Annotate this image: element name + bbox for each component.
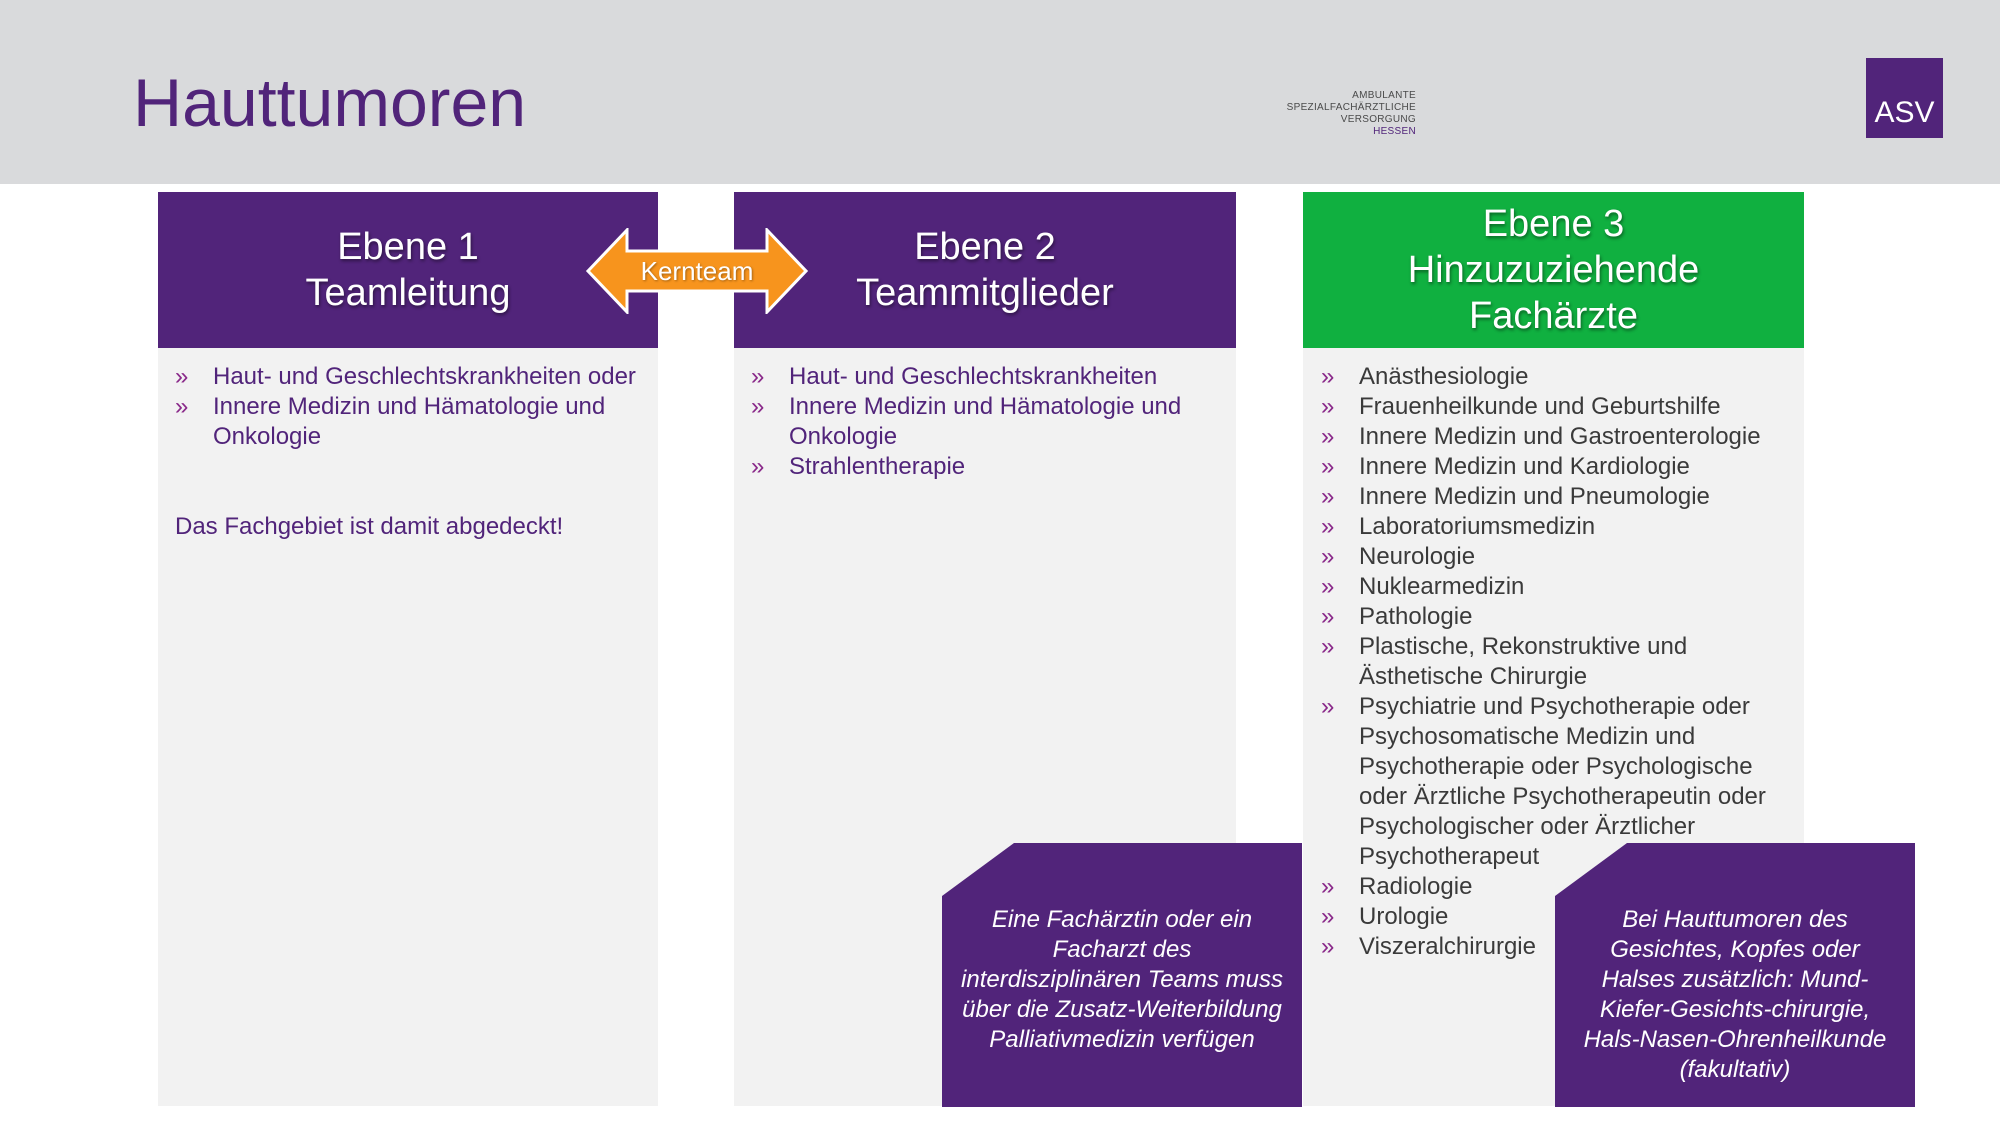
page-title: Hauttumoren (133, 65, 527, 141)
specialty-list: » Haut- und Geschlechtskrankheiten » Inner… (751, 362, 1221, 482)
column-header: Ebene 1 Teamleitung (158, 192, 658, 348)
column-title-line: Ebene 1 (337, 226, 479, 268)
head-neck-callout: Bei Hauttumoren des Gesichtes, Kopfes od… (1555, 843, 1915, 1107)
list-item-label: Neurologie (1359, 543, 1476, 570)
list-item-label: Innere Medizin und Pneumologie (1359, 483, 1710, 510)
list-item-label: Innere Medizin und Hämatologie und Onkol… (789, 393, 1182, 450)
list-item: » Frauenheilkunde und Geburtshilfe (1321, 392, 1791, 422)
logo-line: HESSEN (1373, 126, 1416, 137)
list-item-label: Urologie (1359, 903, 1449, 930)
callout-text: Eine Fachärztin oder ein Facharzt des in… (961, 906, 1283, 1053)
list-item: » Haut- und Geschlechtskrankheiten oder (175, 362, 645, 392)
bullet-chevron-icon: » (1321, 393, 1335, 420)
bullet-chevron-icon: » (751, 393, 765, 420)
list-item: » Innere Medizin und Pneumologie (1321, 482, 1791, 512)
column-title-line: Teamleitung (305, 272, 511, 314)
list-item-label: Plastische, Rekonstruktive und Ästhetisc… (1359, 633, 1688, 690)
column-title-line: Ebene 3 (1482, 203, 1625, 245)
bullet-chevron-icon: » (1321, 453, 1335, 480)
specialty-list: » Haut- und Geschlechtskrankheiten oder »… (175, 362, 645, 452)
column-title-line: Ebene 2 (914, 226, 1056, 268)
column-header: Ebene 3 Hinzuzuziehende Fachärzte (1303, 192, 1804, 348)
list-item: » Strahlentherapie (751, 452, 1221, 482)
coverage-note: Das Fachgebiet ist damit abgedeckt! (175, 513, 564, 540)
list-item-label: Strahlentherapie (789, 453, 966, 480)
list-item: » Laboratoriumsmedizin (1321, 512, 1791, 542)
bullet-chevron-icon: » (1321, 933, 1335, 960)
list-item-label: Laboratoriumsmedizin (1359, 513, 1596, 540)
callout-text: Bei Hauttumoren des Gesichtes, Kopfes od… (1583, 906, 1887, 1083)
list-item-label: Psychiatrie und Psychotherapie oder Psyc… (1359, 693, 1766, 870)
logo-wordmark: AMBULANTE SPEZIALFACHÄRZTLICHE VERSORGUN… (1116, 90, 1416, 138)
logo-line: SPEZIALFACHÄRZTLICHE (1286, 102, 1416, 113)
specialty-list: » Anästhesiologie » Frauenheilkunde und Ge… (1321, 362, 1791, 962)
list-item: » Innere Medizin und Kardiologie (1321, 452, 1791, 482)
list-item-label: Haut- und Geschlechtskrankheiten oder (213, 363, 636, 390)
palliative-callout: Eine Fachärztin oder ein Facharzt des in… (942, 843, 1302, 1107)
bullet-chevron-icon: » (1321, 423, 1335, 450)
list-item-label: Viszeralchirurgie (1359, 933, 1536, 960)
list-item-label: Innere Medizin und Hämatologie und Onkol… (213, 393, 606, 450)
bullet-chevron-icon: » (1321, 603, 1335, 630)
bullet-chevron-icon: » (1321, 513, 1335, 540)
bullet-chevron-icon: » (1321, 363, 1335, 390)
bullet-chevron-icon: » (1321, 693, 1335, 720)
bullet-chevron-icon: » (1321, 873, 1335, 900)
list-item: » Neurologie (1321, 542, 1791, 572)
list-item: » Anästhesiologie (1321, 362, 1791, 392)
column-body (158, 346, 658, 1106)
list-item-label: Anästhesiologie (1359, 363, 1529, 390)
bullet-chevron-icon: » (1321, 543, 1335, 570)
list-item: » Innere Medizin und Hämatologie und Onko… (175, 392, 645, 452)
column-title-line: Teammitglieder (856, 272, 1114, 314)
column-title-line: Hinzuzuziehende (1407, 249, 1700, 291)
bullet-chevron-icon: » (1321, 483, 1335, 510)
bullet-chevron-icon: » (751, 453, 765, 480)
bullet-chevron-icon: » (1321, 573, 1335, 600)
asv-logo: ASV (1866, 58, 1943, 138)
logo-badge-text: ASV (1874, 96, 1935, 129)
list-item: » Nuklearmedizin (1321, 572, 1791, 602)
list-item: » Psychiatrie und Psychotherapie oder Psy… (1321, 692, 1791, 872)
list-item: » Viszeralchirurgie (1321, 932, 1791, 962)
list-item-label: Haut- und Geschlechtskrankheiten (789, 363, 1158, 390)
bullet-chevron-icon: » (1321, 903, 1335, 930)
bullet-chevron-icon: » (175, 393, 189, 420)
kernteam-label: Kernteam (640, 256, 754, 286)
bullet-chevron-icon: » (751, 363, 765, 390)
column-header: Ebene 2 Teammitglieder (734, 192, 1236, 348)
list-item: » Haut- und Geschlechtskrankheiten (751, 362, 1221, 392)
list-item-label: Pathologie (1359, 603, 1473, 630)
logo-line: VERSORGUNG (1340, 114, 1416, 125)
list-item: » Pathologie (1321, 602, 1791, 632)
list-item-label: Radiologie (1359, 873, 1473, 900)
list-item: » Radiologie (1321, 872, 1791, 902)
column-title-line: Fachärzte (1469, 295, 1638, 337)
list-item: » Plastische, Rekonstruktive und Ästhetis… (1321, 632, 1791, 692)
list-item-label: Innere Medizin und Gastroenterologie (1359, 423, 1761, 450)
bullet-chevron-icon: » (175, 363, 189, 390)
list-item: » Innere Medizin und Hämatologie und Onko… (751, 392, 1221, 452)
logo-line: AMBULANTE (1352, 90, 1416, 101)
list-item-label: Innere Medizin und Kardiologie (1359, 453, 1690, 480)
list-item-label: Nuklearmedizin (1359, 573, 1525, 600)
bullet-chevron-icon: » (1321, 633, 1335, 660)
header-bar: Hauttumoren AMBULANTE SPEZIALFACHÄRZTLIC… (0, 0, 2000, 184)
list-item-label: Frauenheilkunde und Geburtshilfe (1359, 393, 1721, 420)
list-item: » Urologie (1321, 902, 1791, 932)
list-item: » Innere Medizin und Gastroenterologie (1321, 422, 1791, 452)
kernteam-double-arrow-icon (586, 228, 808, 314)
